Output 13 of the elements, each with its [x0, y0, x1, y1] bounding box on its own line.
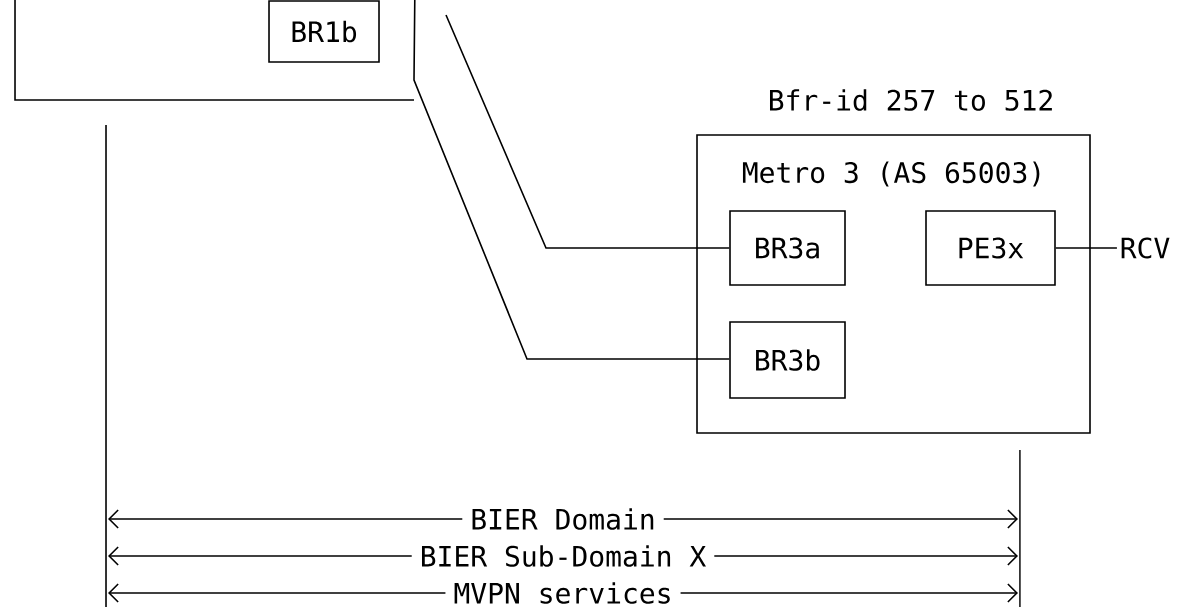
router-box: BR3b: [729, 321, 846, 399]
link-line: [413, 0, 730, 360]
receiver-label: RCV: [1121, 237, 1170, 259]
range-label: Bfr-id 257 to 512: [770, 89, 1052, 111]
dimension-label: BIER Domain: [462, 507, 664, 531]
network-box: [14, 0, 415, 101]
dimension-label: MVPN services: [445, 581, 681, 605]
router-box: BR1b: [268, 0, 380, 63]
link-line: [1055, 247, 1118, 249]
router-box: PE3x: [925, 210, 1056, 286]
router-box: BR3a: [729, 210, 846, 286]
link-line: [445, 14, 730, 249]
dimension-label: BIER Sub-Domain X: [411, 544, 715, 568]
